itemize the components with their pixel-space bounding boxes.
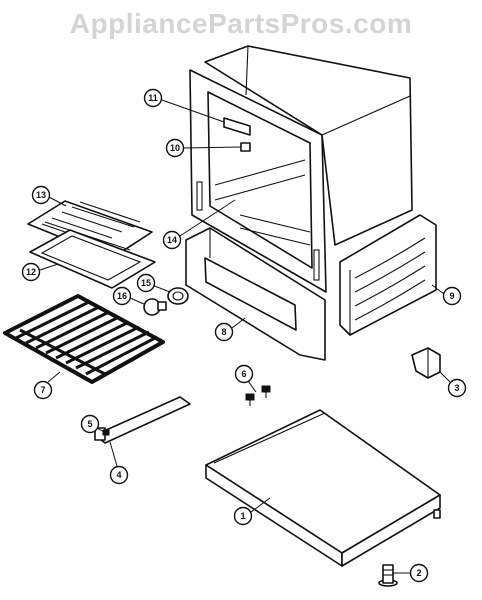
callout-3-label: 3: [454, 383, 459, 393]
callout-7-label: 7: [40, 385, 45, 395]
callout-15: 15: [136, 273, 171, 293]
callout-16-label: 16: [117, 291, 127, 301]
drawer-glide: [94, 396, 191, 444]
oven-cavity: [189, 45, 413, 293]
callout-6: 6: [234, 364, 257, 393]
callout-6-label: 6: [241, 369, 246, 379]
light-socket-clip: [240, 142, 251, 152]
callout-12: 12: [21, 262, 59, 282]
nameplate-bracket: [223, 117, 251, 136]
callout-5: 5: [80, 414, 105, 434]
callout-11: 11: [143, 88, 225, 123]
callout-12-label: 12: [26, 267, 36, 277]
drawer-glide-screw: [102, 429, 110, 436]
storage-drawer-front: [185, 227, 326, 361]
callout-14: 14: [162, 199, 236, 250]
oven-rack: [3, 294, 165, 384]
callout-3: 3: [439, 371, 467, 398]
callout-1-label: 1: [240, 511, 245, 521]
callout-9: 9: [431, 284, 462, 306]
lower-side-panel: [339, 214, 437, 336]
callout-13: 13: [31, 185, 67, 207]
leveling-leg: [378, 564, 398, 587]
screws: [245, 385, 271, 406]
callout-10-label: 10: [170, 143, 180, 153]
callout-8: 8: [214, 317, 246, 342]
callout-8-label: 8: [221, 327, 226, 337]
storage-drawer: [205, 409, 441, 567]
watermark-text: AppliancePartsPros.com: [69, 8, 413, 39]
broiler-pan: [29, 229, 156, 289]
callout-5-label: 5: [87, 419, 92, 429]
callout-1: 1: [233, 497, 271, 526]
light-bulb: [143, 298, 167, 316]
callout-4: 4: [109, 441, 129, 485]
callout-2-label: 2: [416, 568, 421, 578]
callout-15-label: 15: [141, 278, 151, 288]
callout-7: 7: [33, 371, 61, 400]
callout-2: 2: [393, 563, 429, 583]
callout-10: 10: [165, 138, 242, 158]
callout-14-label: 14: [167, 235, 177, 245]
anti-tip-bracket: [411, 347, 441, 379]
callout-11-label: 11: [148, 93, 158, 103]
callout-13-label: 13: [36, 190, 46, 200]
light-socket: [167, 287, 189, 305]
callout-4-label: 4: [116, 470, 121, 480]
callout-9-label: 9: [449, 291, 454, 301]
callout-16: 16: [112, 286, 145, 306]
